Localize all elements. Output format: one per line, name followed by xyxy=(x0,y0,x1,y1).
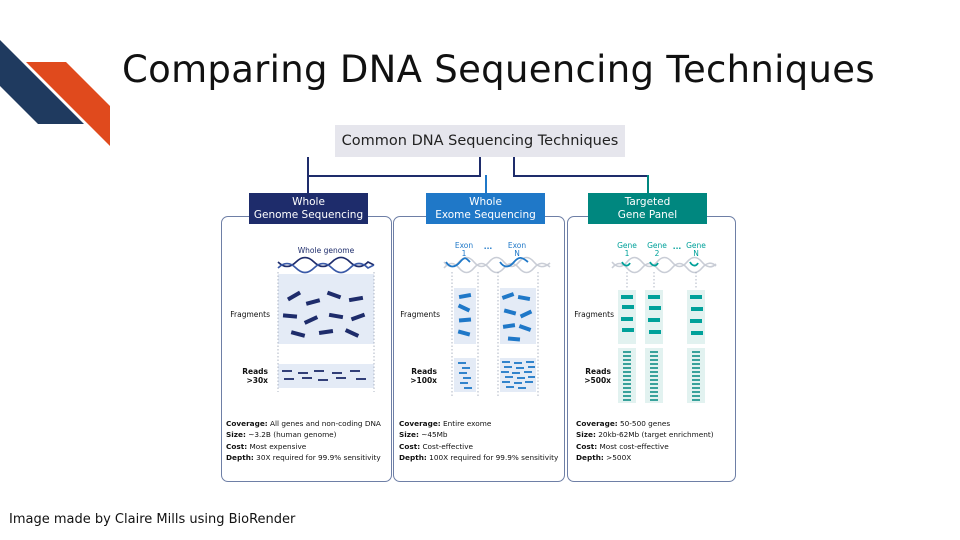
reads-label-wes: Reads >100x xyxy=(393,367,437,385)
size-label: Size: xyxy=(576,430,596,440)
chip-whole-genome-sequencing: Whole Genome Sequencing xyxy=(249,193,368,224)
reads-word: Reads xyxy=(242,367,268,376)
gene-1-number: 1 xyxy=(624,249,630,258)
dna-helix-exome xyxy=(443,256,551,274)
coverage-label: Coverage: xyxy=(399,419,441,428)
fragments-tgp xyxy=(621,295,703,335)
dna-helix-whole-genome xyxy=(277,256,375,274)
reads-word: Reads xyxy=(411,367,437,376)
gene-n-word: Gene xyxy=(686,241,706,250)
connector-horizontal-right xyxy=(513,175,649,177)
coverage-label: Coverage: xyxy=(226,419,268,428)
gene-ellipsis: ... xyxy=(672,242,682,251)
size-value: ~45Mb xyxy=(421,430,448,440)
exon-n-word: Exon xyxy=(507,241,527,250)
chip-line2: Genome Sequencing xyxy=(253,208,364,221)
reads-word: Reads xyxy=(585,367,611,376)
exon-ellipsis: ... xyxy=(483,242,493,251)
corner-navy-stripe xyxy=(0,40,84,124)
size-value: 20kb-62Mb (target enrichment) xyxy=(598,430,714,440)
fragments-wgs xyxy=(282,290,366,338)
reads-label-wgs: Reads >30x xyxy=(222,367,268,385)
fragments-wes xyxy=(457,292,533,342)
image-credit: Image made by Claire Mills using BioRend… xyxy=(9,512,296,527)
corner-orange-stripe xyxy=(26,62,110,146)
cost-label: Cost: xyxy=(226,441,248,451)
connector-wes-down xyxy=(485,175,487,193)
fragments-label-wgs: Fragments xyxy=(230,310,270,319)
panel-whole-exome xyxy=(393,216,565,482)
connector-root-left xyxy=(307,157,309,177)
coverage-value: Entire exome xyxy=(443,419,492,428)
fragments-area-tgp-3 xyxy=(687,290,705,344)
chip-line1: Whole xyxy=(469,195,502,208)
connector-wgs-down xyxy=(307,175,309,193)
cost-label: Cost: xyxy=(399,441,421,451)
corner-decoration xyxy=(0,40,110,146)
exon-n-number: N xyxy=(514,249,520,258)
panel-whole-genome xyxy=(221,216,392,482)
coverage-value: 50-500 genes xyxy=(620,419,671,428)
gene-2-number: 2 xyxy=(654,249,660,258)
coverage-label: Coverage: xyxy=(576,419,618,428)
dna-helix-targeted xyxy=(611,256,717,274)
chip-line1: Whole xyxy=(292,195,325,208)
depth-label: Depth: xyxy=(576,452,604,462)
chip-line2: Exome Sequencing xyxy=(435,208,536,221)
reads-depth-tgp: >500x xyxy=(584,376,611,385)
size-label: Size: xyxy=(399,430,419,440)
depth-value: >500X xyxy=(606,452,632,462)
cost-value: Most expensive xyxy=(249,441,307,451)
exon-1-word: Exon xyxy=(454,241,474,250)
connector-tgp-down xyxy=(647,175,649,193)
connector-root-mid xyxy=(479,157,481,177)
slide-title: Comparing DNA Sequencing Techniques xyxy=(122,48,875,91)
reads-area-wes-1 xyxy=(454,358,476,392)
fragments-label-tgp: Fragments xyxy=(574,310,614,319)
depth-label: Depth: xyxy=(399,452,427,462)
gene-2-word: Gene xyxy=(647,241,667,250)
gene-n-number: N xyxy=(693,249,699,258)
chip-line1: Targeted xyxy=(624,195,671,208)
reads-depth-wes: >100x xyxy=(410,376,437,385)
connector-horizontal-left xyxy=(307,175,481,177)
depth-value: 100X required for 99.9% sensitivity xyxy=(429,452,559,462)
reads-area-wgs xyxy=(278,364,374,388)
cost-label: Cost: xyxy=(576,441,598,451)
whole-genome-label: Whole genome xyxy=(297,246,355,255)
reads-label-tgp: Reads >500x xyxy=(567,367,611,385)
size-label: Size: xyxy=(226,430,246,440)
description-wgs: Coverage: All genes and non-coding DNA S… xyxy=(226,418,381,463)
depth-value: 30X required for 99.9% sensitivity xyxy=(256,452,381,462)
reads-depth-wgs: >30x xyxy=(246,376,268,385)
reads-wes xyxy=(458,361,535,389)
chip-targeted-gene-panel: Targeted Gene Panel xyxy=(588,193,707,224)
connector-root-right xyxy=(513,157,515,177)
depth-label: Depth: xyxy=(226,452,254,462)
chip-line2: Gene Panel xyxy=(617,208,678,221)
diagram-root-title: Common DNA Sequencing Techniques xyxy=(335,125,625,157)
cost-value: Most cost-effective xyxy=(599,441,669,451)
fragments-label-wes: Fragments xyxy=(400,310,440,319)
description-tgp: Coverage: 50-500 genes Size: 20kb-62Mb (… xyxy=(576,418,714,463)
cost-value: Cost-effective xyxy=(422,441,474,451)
chip-whole-exome-sequencing: Whole Exome Sequencing xyxy=(426,193,545,224)
gene-1-word: Gene xyxy=(617,241,637,250)
reads-tgp xyxy=(623,351,700,401)
exon-1-number: 1 xyxy=(461,249,467,258)
description-wes: Coverage: Entire exome Size: ~45Mb Cost:… xyxy=(399,418,558,463)
reads-wgs xyxy=(282,370,366,381)
coverage-value: All genes and non-coding DNA xyxy=(270,419,381,428)
size-value: ~3.2B (human genome) xyxy=(248,430,337,440)
